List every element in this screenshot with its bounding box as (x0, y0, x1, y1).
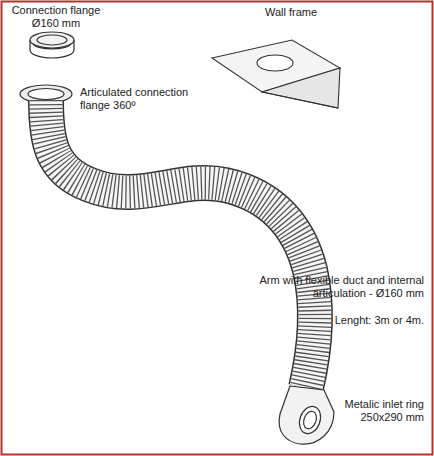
part-label: Arm with flexible duct and internal arti… (248, 274, 424, 300)
part-label: Wall frame (246, 6, 336, 19)
flexible-duct (46, 100, 315, 388)
wall-frame (212, 40, 340, 108)
part-label: Metalic inlet ring 250x290 mm (328, 398, 424, 424)
part-label: Articulated connection flange 360º (80, 86, 206, 112)
part-label: Connection flange Ø160 mm (4, 4, 108, 30)
connection-flange (30, 32, 74, 58)
inlet-ring (279, 386, 334, 444)
dimension-label: Lenght: 3m or 4m. (248, 314, 424, 327)
